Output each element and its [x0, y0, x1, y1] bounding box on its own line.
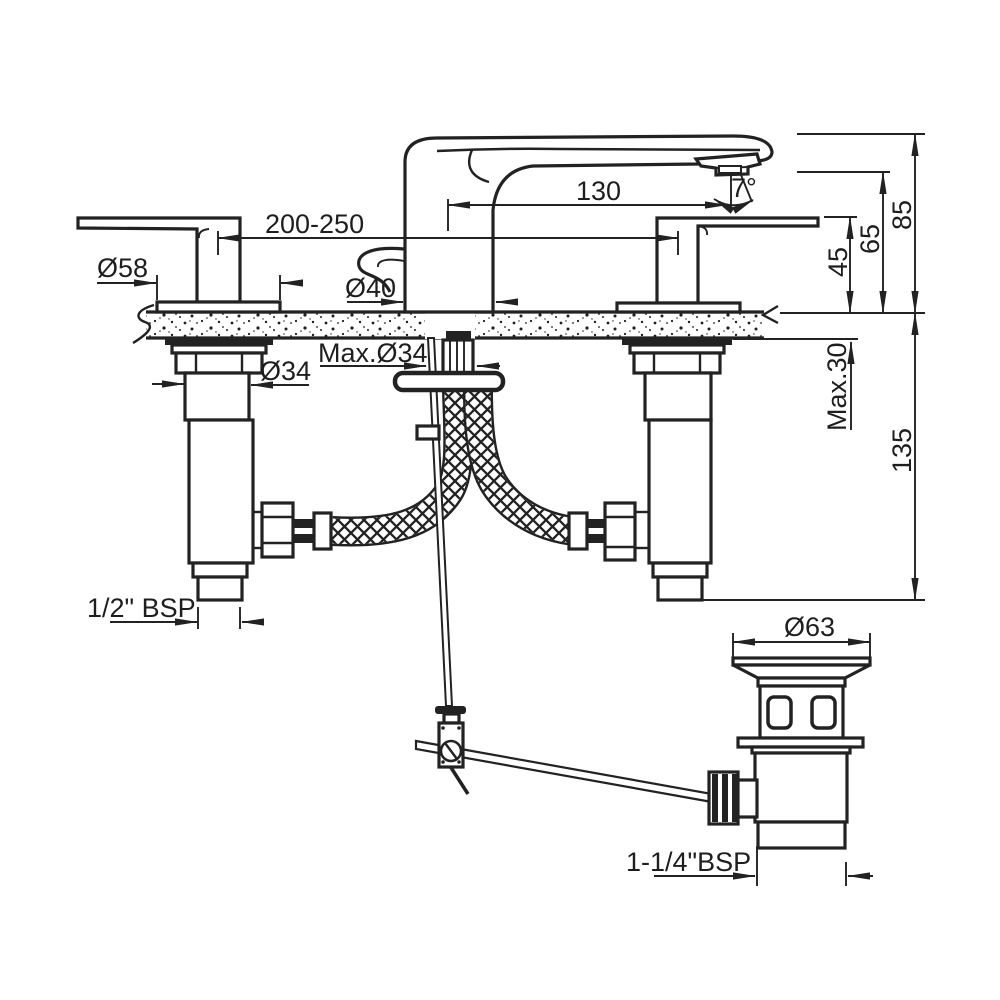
dim-height-aerator: 65	[797, 171, 890, 314]
dim-inlet-thread: 1/2" BSP	[87, 593, 264, 629]
label-aerator-angle: 7°	[731, 173, 757, 203]
label-height-aerator: 65	[855, 224, 885, 254]
label-height-overall: 85	[887, 200, 917, 230]
rod-stub	[448, 765, 470, 795]
spout-top-accent	[436, 147, 761, 153]
dim-spout-reach: 130	[447, 176, 728, 231]
braided-hose-right	[463, 390, 588, 547]
right-valve-body	[603, 338, 732, 602]
label-under-counter-depth: 135	[887, 428, 917, 473]
label-spout-base-dia: Ø40	[345, 273, 396, 303]
right-handle-lever	[655, 216, 820, 305]
label-waste-thread: 1-1/4"BSP	[626, 847, 751, 877]
spout	[357, 134, 774, 314]
spout-body	[403, 134, 774, 314]
left-handle	[76, 216, 282, 314]
dim-hole-distance: 200-250	[217, 209, 679, 255]
right-valve-cartridge	[647, 418, 713, 565]
dim-waste-flange-dia: Ø63	[732, 612, 871, 660]
right-valve-hex	[651, 561, 709, 579]
dim-handle-base-dia: Ø58	[97, 253, 303, 300]
left-valve-hex	[191, 561, 249, 579]
left-valve-thread	[196, 575, 244, 602]
dim-height-handle: 45	[823, 216, 857, 314]
shank-cap	[446, 331, 471, 340]
countertop-break-left	[132, 303, 155, 345]
left-valve-body	[165, 338, 295, 602]
lever-rod	[414, 739, 742, 809]
right-handle	[615, 216, 820, 314]
popup-lifter-knob-inner	[377, 258, 405, 268]
popup-linkage	[414, 706, 742, 809]
left-valve-cartridge	[187, 418, 255, 565]
dim-waste-thread: 1-1/4"BSP	[626, 846, 873, 886]
left-valve-shank	[183, 371, 251, 422]
right-handle-base	[615, 301, 742, 314]
countertop-break-right	[760, 304, 779, 325]
left-valve-gasket	[165, 338, 273, 345]
label-max-hole-dia: Max.Ø34	[318, 338, 428, 368]
clamp-screw-slot	[444, 742, 458, 760]
label-height-handle: 45	[823, 247, 853, 277]
dim-height-overall: 85	[797, 133, 925, 314]
clamp-flange	[435, 706, 466, 714]
popup-lifter-knob	[357, 246, 405, 293]
label-spout-reach: 130	[576, 176, 621, 206]
label-handle-base-dia: Ø58	[97, 253, 148, 283]
left-valve-nut	[174, 351, 264, 375]
right-valve-shank	[643, 371, 713, 422]
label-max-deck-thickness: Max.30	[822, 342, 852, 431]
dim-under-counter-depth: 135	[700, 312, 925, 601]
waste-window-right	[810, 695, 837, 730]
right-valve-gasket	[622, 338, 732, 345]
left-handle-base	[155, 300, 282, 314]
rod-guide-bracket	[415, 424, 441, 441]
left-valve-union-nut	[260, 501, 295, 559]
spout-elbow-accent	[467, 149, 490, 184]
aerator-outlet	[718, 165, 742, 174]
label-hole-distance: 200-250	[265, 209, 364, 239]
right-valve-union-nut	[603, 501, 637, 562]
left-handle-joint	[197, 228, 210, 239]
shank-flange	[392, 370, 506, 393]
waste-rim-cone	[732, 663, 871, 680]
waste-ball-socket	[736, 778, 759, 819]
label-shank-dia: Ø34	[260, 356, 311, 386]
shank-thread	[441, 338, 475, 375]
waste-window-left	[766, 695, 793, 730]
right-handle-joint	[697, 225, 709, 236]
hose-fitting-right	[567, 511, 606, 551]
label-waste-flange-dia: Ø63	[784, 612, 835, 642]
waste-thread	[756, 820, 847, 850]
dim-spout-base-dia: Ø40	[345, 273, 518, 306]
right-valve-thread	[656, 575, 704, 602]
right-valve-nut	[632, 351, 722, 375]
dim-aerator-angle: 7°	[713, 173, 757, 214]
waste-lower-body	[753, 751, 849, 824]
waste-assembly	[707, 656, 872, 850]
dim-max-deck-thickness: Max.30	[733, 338, 858, 431]
aerator-housing	[693, 152, 763, 177]
hose-fitting-left	[294, 511, 333, 551]
flexible-hoses	[294, 390, 606, 551]
dim-max-hole-dia: Max.Ø34	[318, 338, 500, 370]
braided-hose-left	[331, 390, 474, 547]
spout-shank-assembly	[392, 331, 506, 441]
label-inlet-thread: 1/2" BSP	[87, 593, 196, 623]
dim-shank-dia: Ø34	[152, 356, 311, 389]
dimensions: 200-250 130 7° 85 65 45	[87, 133, 925, 886]
